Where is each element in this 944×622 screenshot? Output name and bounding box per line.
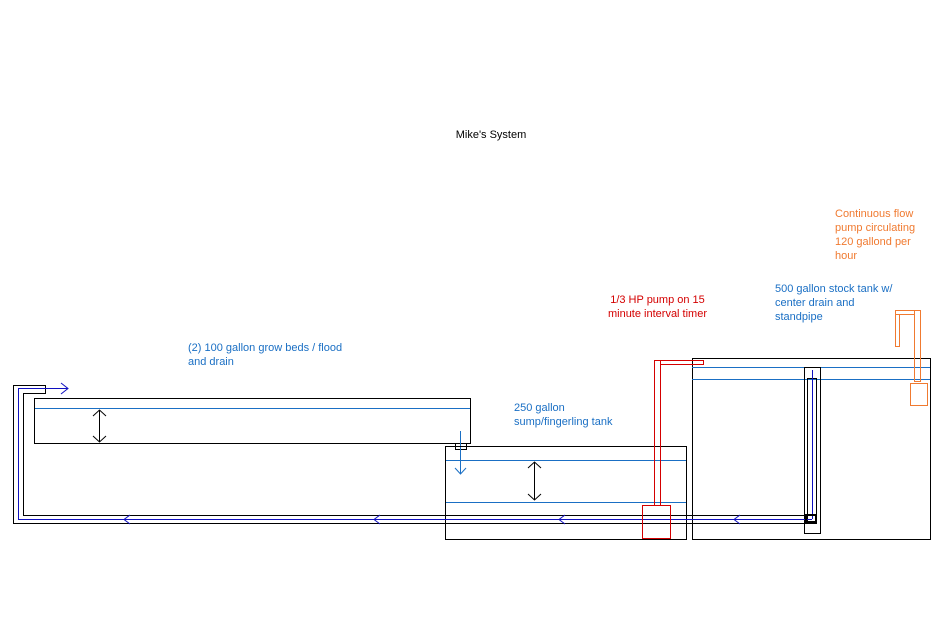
- stock-tank: [692, 358, 931, 540]
- pump-label: 1/3 HP pump on 15 minute interval timer: [600, 293, 715, 321]
- label-line: 1/3 HP pump on 15: [610, 294, 705, 306]
- grow-beds-label: (2) 100 gallon grow beds / flood and dra…: [188, 341, 342, 369]
- return-pipe: [13, 382, 817, 525]
- grow-bed: [34, 398, 471, 444]
- label-line: hour: [835, 250, 858, 262]
- drain-flow-arrow: [454, 431, 467, 475]
- standpipe-outer: [804, 367, 821, 534]
- label-line: 250 gallon: [514, 402, 565, 414]
- label-line: standpipe: [775, 311, 823, 323]
- label-line: minute interval timer: [607, 308, 708, 320]
- stock-tank-label: 500 gallon stock tank w/ center drain an…: [775, 282, 892, 324]
- label-line: pump circulating: [835, 222, 916, 234]
- sump-tank: [445, 446, 687, 540]
- label-line: and drain: [188, 356, 234, 368]
- continuous-pump: [895, 310, 928, 406]
- sump-label: 250 gallon sump/fingerling tank: [514, 401, 612, 429]
- grow-bed-level-arrow: [92, 409, 107, 443]
- label-line: 120 gallond per: [835, 236, 911, 248]
- label-line: Continuous flow: [835, 208, 914, 220]
- timer-pump: [642, 360, 704, 539]
- continuous-pump-label: Continuous flow pump circulating 120 gal…: [835, 207, 915, 263]
- sump-level-arrow: [527, 461, 542, 501]
- label-line: center drain and: [775, 297, 855, 309]
- label-line: 500 gallon stock tank w/: [775, 283, 893, 295]
- label-line: (2) 100 gallon grow beds / flood: [188, 342, 343, 354]
- label-line: sump/fingerling tank: [514, 416, 613, 428]
- page-title: Mike's System: [455, 129, 527, 141]
